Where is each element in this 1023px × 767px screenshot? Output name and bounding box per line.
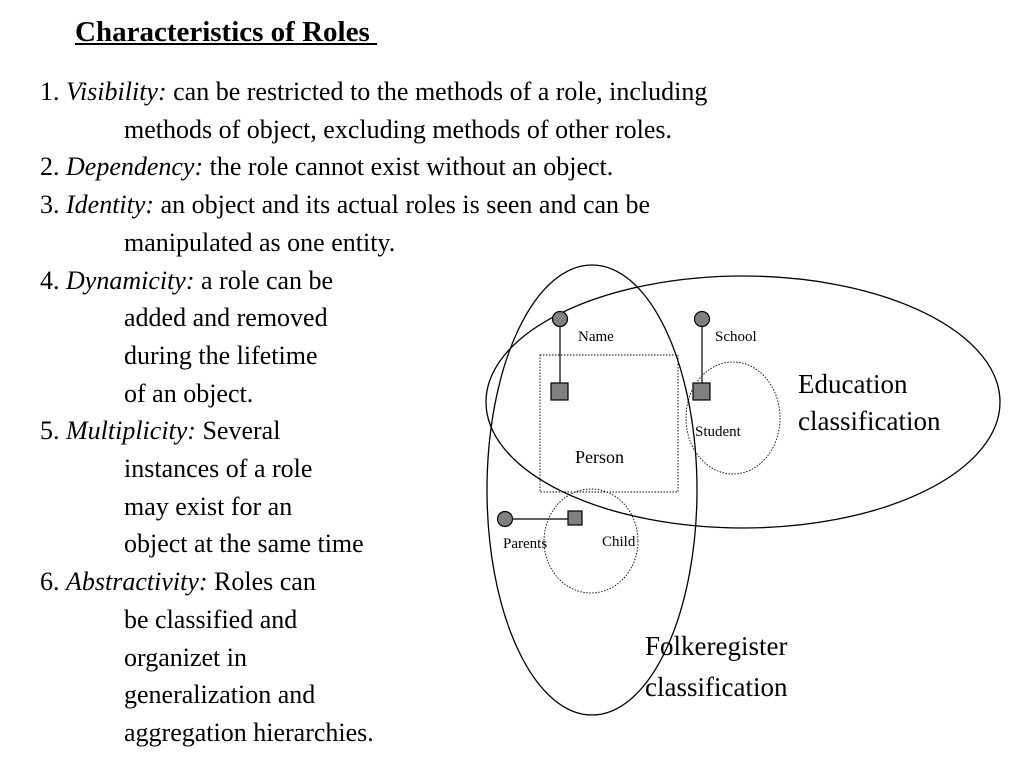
name-node [551, 310, 569, 328]
list-item-continuation: methods of object, excluding methods of … [124, 114, 673, 144]
student-role-circle [685, 361, 781, 475]
item-term: Abstractivity: [66, 567, 208, 597]
parents-label: Parents [503, 536, 547, 552]
education-label-line2: classification [798, 406, 941, 436]
list-item: 2. Dependency: the role cannot exist wit… [40, 152, 613, 182]
person-label: Person [575, 447, 624, 467]
name-label: Name [578, 329, 614, 345]
item-text: can be restricted to the methods of a ro… [173, 77, 708, 106]
list-item-continuation: be classified and [124, 604, 298, 634]
child-port [567, 510, 583, 526]
item-number: 1. [40, 77, 60, 106]
item-term: Multiplicity: [66, 416, 196, 446]
list-item-continuation: object at the same time [124, 529, 364, 559]
item-term: Identity: [66, 190, 155, 220]
item-number: 5. [40, 416, 60, 446]
folkeregister-label-line1: Folkeregister [645, 631, 787, 661]
school-port [692, 382, 711, 401]
list-item-continuation: added and removed [124, 303, 328, 333]
education-classification-ellipse [485, 275, 1001, 529]
list-item: 4. Dynamicity: a role can be [40, 266, 333, 296]
list-item: 5. Multiplicity: Several [40, 416, 280, 446]
list-item-continuation: generalization and [124, 680, 316, 710]
list-item-continuation: instances of a role [124, 454, 313, 483]
list-item: 3. Identity: an object and its actual ro… [40, 190, 650, 220]
item-text: Roles can [214, 567, 316, 597]
child-role-circle [543, 488, 639, 594]
folkeregister-label-line2: classification [645, 672, 788, 702]
item-term: Visibility: [66, 77, 167, 106]
item-text: an object and its actual roles is seen a… [160, 190, 651, 220]
slide-title: Characteristics of Roles [75, 16, 377, 48]
school-node [693, 310, 711, 328]
item-number: 6. [40, 567, 60, 597]
item-number: 2. [40, 152, 60, 182]
name-port [550, 382, 569, 401]
education-label-line1: Education [798, 369, 908, 399]
list-item: 6. Abstractivity: Roles can [40, 567, 316, 597]
child-label: Child [602, 534, 636, 550]
item-text: Several [202, 416, 281, 446]
item-term: Dynamicity: [66, 265, 195, 295]
item-term: Dependency: [66, 152, 204, 182]
list-item-continuation: manipulated as one entity. [124, 227, 396, 257]
item-text: a role can be [201, 265, 334, 295]
folkeregister-classification-ellipse [486, 264, 698, 716]
list-item-continuation: aggregation hierarchies. [124, 717, 374, 747]
list-item-continuation: may exist for an [124, 491, 293, 521]
list-item: 1. Visibility: can be restricted to the … [40, 77, 707, 107]
student-label: Student [695, 424, 742, 440]
list-item-continuation: organizet in [124, 642, 247, 672]
list-item-continuation: during the lifetime [124, 340, 318, 370]
item-number: 3. [40, 190, 60, 220]
parents-node [496, 510, 514, 528]
list-item-continuation: of an object. [124, 378, 254, 408]
item-number: 4. [40, 265, 60, 295]
school-label: School [715, 329, 757, 345]
item-text: the role cannot exist without an object. [209, 152, 614, 182]
person-box [539, 354, 679, 493]
